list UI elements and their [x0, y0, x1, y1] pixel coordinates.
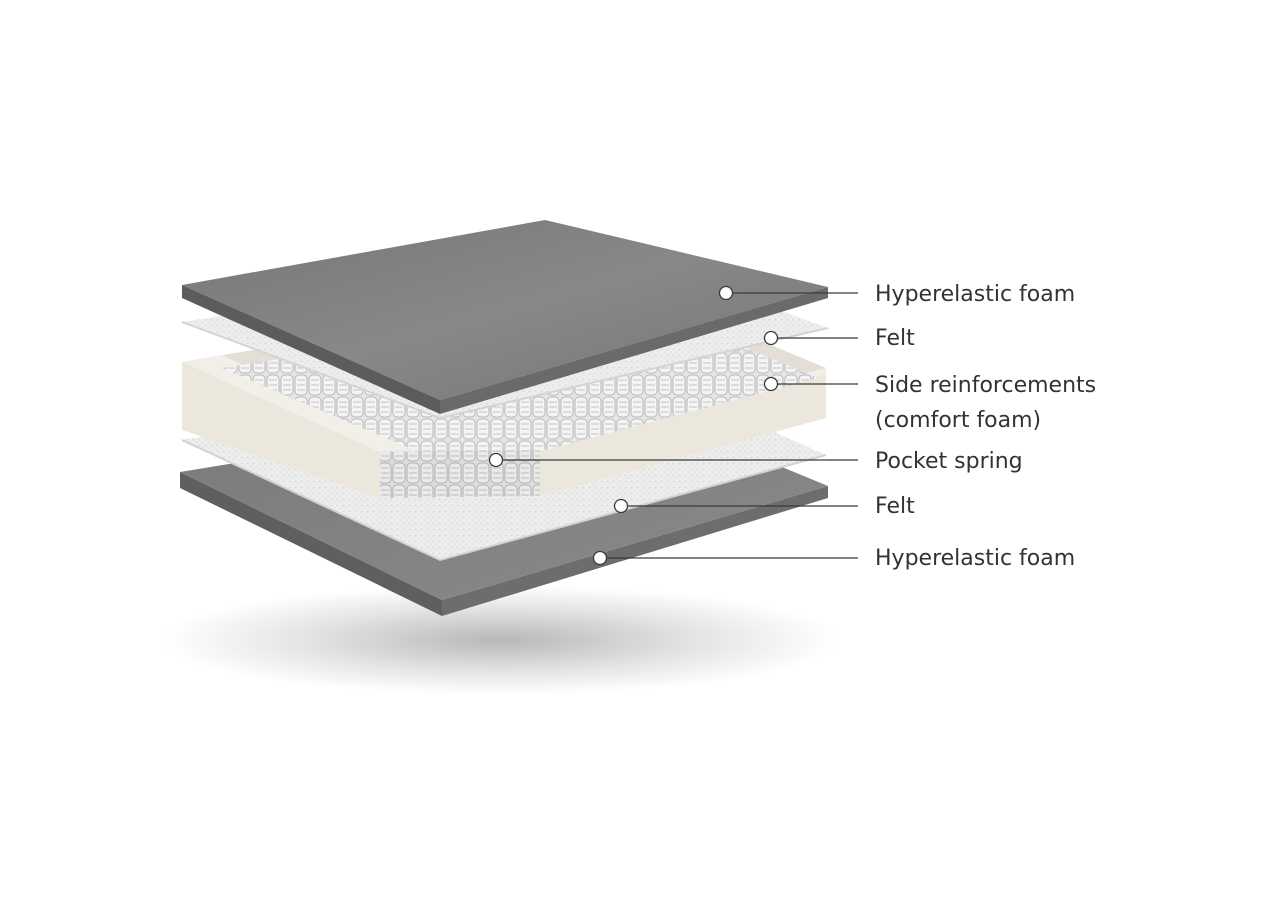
callout-label: Felt	[875, 494, 915, 519]
callout-label: Pocket spring	[875, 449, 1023, 474]
callout-pocket-spring: Pocket spring	[488, 449, 1023, 474]
callout-marker	[763, 376, 779, 392]
callout-felt-bottom: Felt	[613, 494, 915, 519]
callout-side-reinforcements: Side reinforcements (comfort foam)	[763, 373, 1096, 433]
callout-marker	[488, 452, 504, 468]
callout-label: Side reinforcements	[875, 373, 1096, 398]
callout-felt-top: Felt	[763, 326, 915, 351]
drop-shadow	[160, 585, 840, 695]
callout-hyperelastic-foam-top: Hyperelastic foam	[718, 282, 1075, 307]
callout-label: Hyperelastic foam	[875, 282, 1075, 307]
callout-hyperelastic-foam-bottom: Hyperelastic foam	[592, 546, 1075, 571]
callout-label-line2: (comfort foam)	[875, 408, 1041, 433]
callout-marker	[592, 550, 608, 566]
top-foam-layer	[182, 220, 828, 414]
callout-label: Hyperelastic foam	[875, 546, 1075, 571]
callout-label: Felt	[875, 326, 915, 351]
callout-marker	[718, 285, 734, 301]
callout-marker	[613, 498, 629, 514]
callout-marker	[763, 330, 779, 346]
